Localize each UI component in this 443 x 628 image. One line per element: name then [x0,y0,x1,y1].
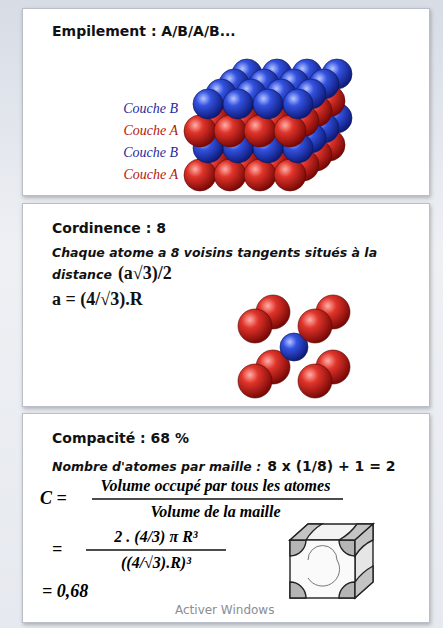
panel-text: Chaque atome a 8 voisins tangents situés… [52,245,377,282]
atom-sphere [274,159,306,191]
layer-label: Couche B [98,145,178,162]
atom-sphere [214,115,246,147]
panel-box: Empilement : A/B/A/B... [22,8,430,196]
atom-sphere [193,89,223,119]
atom-sphere [244,115,276,147]
formula-text: = [52,539,76,561]
text-row: Chaque atome a 8 voisins tangents situés… [52,242,397,285]
atom-sphere [253,89,283,119]
formula-text: C = [40,488,84,510]
atom-sphere [274,115,306,147]
text-row: Nombre d'atomes par maille : 8 x (1/8) + … [52,456,422,476]
formula-text: 2 . (4/3) π R³ [80,527,232,546]
panel-ground [22,8,430,196]
atom-sphere [238,364,272,398]
text-row: a = (4/√3).R [52,288,149,311]
atom-sphere [298,309,332,343]
fraction-bar [86,549,226,551]
atom-sphere [184,115,216,147]
atom-sphere [238,309,272,343]
panel-ground [22,413,430,623]
layer-label: Couche A [98,167,178,184]
cube-illustration [290,524,373,598]
panel-title: Empilement : A/B/A/B... [52,23,236,39]
panel-text: (a√3)/2 [118,263,172,283]
fraction-bar [92,498,343,500]
panel-title: Compacité : 68 % [52,430,189,446]
text-row: Compacité : 68 % [52,428,195,448]
atom-sphere [223,89,253,119]
panel-box: Cordinence : 8 Chaque atome a 8 voisins t… [22,203,430,407]
atom-sphere [184,159,216,191]
atom-sphere [244,159,276,191]
atom-sphere [214,159,246,191]
panel-text: a = (4/√3).R [52,289,143,309]
text-row: Empilement : A/B/A/B... [52,21,242,41]
panel-text: Nombre d'atomes par maille : [52,459,261,474]
formula-text: Volume occupé par tous les atomes [88,476,343,495]
atom-sphere [283,89,313,119]
watermark: Activer Windows [175,603,285,617]
panel-ground [22,203,430,407]
panel-title: Cordinence : 8 [52,220,166,236]
layer-label: Couche B [98,101,178,118]
atom-sphere [298,364,332,398]
formula-text: = 0,68 [42,581,132,603]
text-row: Cordinence : 8 [52,218,172,238]
formula-text: ((4/√3).R)³ [80,553,232,572]
formula-text: Volume de la maille [88,502,343,521]
layer-label: Couche A [98,123,178,140]
panel-text: 8 x (1/8) + 1 = 2 [267,458,395,474]
